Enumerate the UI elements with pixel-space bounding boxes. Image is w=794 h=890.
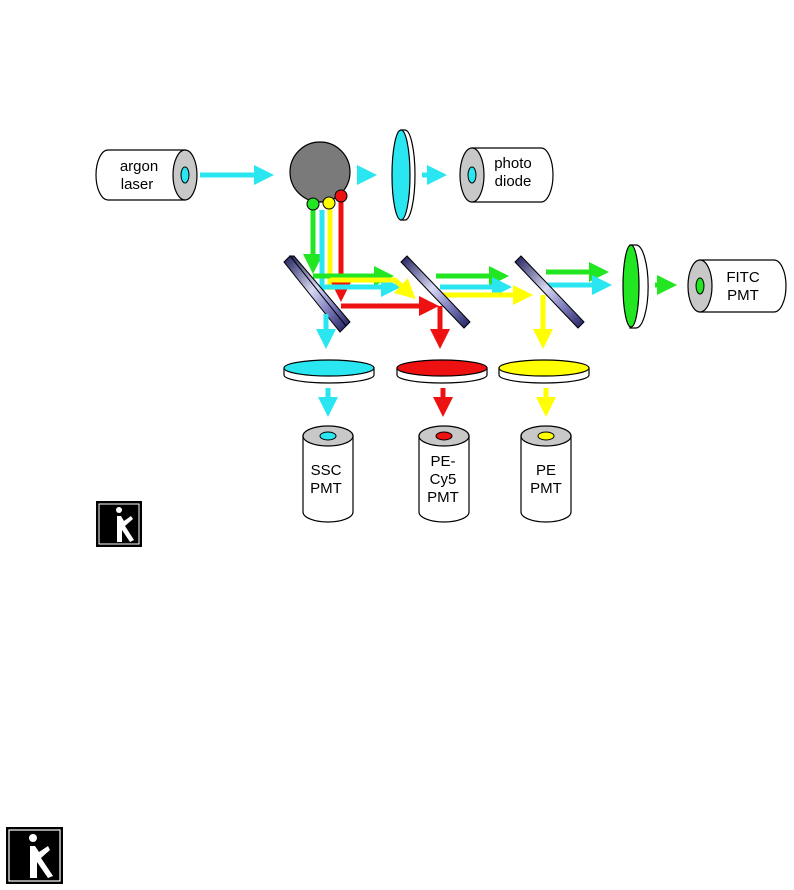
pecy5-label-line2: Cy5 — [430, 471, 457, 488]
dichroic-mirror-2 — [400, 255, 471, 329]
forward-lens — [391, 129, 416, 221]
fitc-label-line2: PMT — [727, 287, 759, 304]
ssc-filter — [283, 359, 375, 384]
fitc-label-line1: FITC — [726, 269, 759, 286]
photodiode-label-line1: photo — [494, 155, 532, 172]
photodiode-label-line2: diode — [495, 173, 532, 190]
fitc-lens — [622, 244, 649, 329]
sample-stream — [289, 141, 351, 203]
pecy5-label-line3: PMT — [427, 489, 459, 506]
pecy5-label-line1: PE- — [430, 453, 455, 470]
pecy5-pmt: PE- Cy5 PMT — [418, 425, 470, 523]
dichroic-mirror-3 — [514, 255, 585, 329]
yellow-fluorescence-dot — [322, 196, 336, 210]
flow-cytometry-logo-corner-icon — [6, 827, 63, 884]
dichroic-mirror-1 — [283, 255, 351, 333]
pe-pmt: PE PMT — [520, 425, 572, 523]
flow-cytometry-logo-icon — [96, 501, 142, 547]
laser-label-line1: argon — [120, 158, 158, 175]
red-fluorescence-dot — [334, 189, 348, 203]
ssc-label-line2: PMT — [310, 480, 342, 497]
pe-label-line2: PMT — [530, 480, 562, 497]
pecy5-filter — [396, 359, 488, 384]
ssc-label-line1: SSC — [311, 462, 342, 479]
ssc-pmt: SSC PMT — [302, 425, 354, 523]
yellow-path-1 — [330, 277, 416, 300]
photodiode: photo diode — [459, 147, 554, 203]
argon-laser: argon laser — [95, 149, 198, 201]
pe-filter — [498, 359, 590, 384]
green-fluorescence-dot — [306, 197, 320, 211]
laser-label-line2: laser — [121, 176, 154, 193]
fitc-pmt: FITC PMT — [687, 259, 787, 313]
pe-label-line1: PE — [536, 462, 556, 479]
